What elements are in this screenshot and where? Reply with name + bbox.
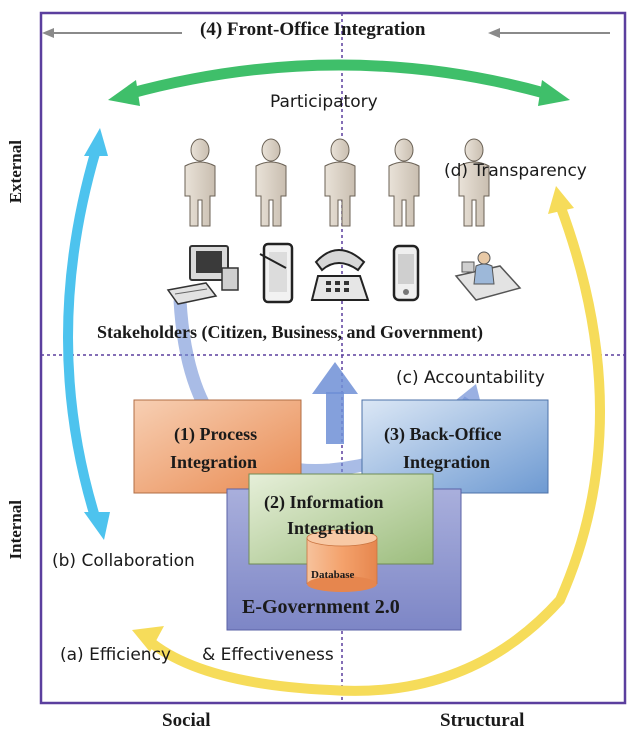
tablet-icon xyxy=(259,242,294,304)
internal-axis-label: Internal xyxy=(6,500,25,560)
process-integration-label-line1: (1) Process xyxy=(174,424,258,444)
back-office-integration-label-line1: (3) Back-Office xyxy=(384,424,502,444)
integration-up-arrow xyxy=(312,362,358,444)
information-integration-label-line1: (2) Information xyxy=(264,492,384,512)
quadrant-frame xyxy=(39,11,627,705)
collaboration-label: (b) Collaboration xyxy=(52,551,195,571)
external-axis-label: External xyxy=(6,140,25,204)
person-icon xyxy=(255,138,287,227)
accountability-label: (c) Accountability xyxy=(396,368,545,388)
user-at-desk-icon xyxy=(454,251,522,301)
transparency-efficiency-arrow xyxy=(132,186,605,696)
process-integration-label-line2: Integration xyxy=(170,452,257,472)
collaboration-arrow xyxy=(63,128,110,540)
e-government-label: E-Government 2.0 xyxy=(242,596,400,618)
information-integration-label-line2: Integration xyxy=(287,518,374,538)
structural-axis-label: Structural xyxy=(440,710,525,731)
person-icon xyxy=(184,138,216,227)
database-label: Database xyxy=(311,569,355,581)
efficiency-label: (a) Efficiency xyxy=(60,645,171,665)
person-icon xyxy=(458,138,490,227)
social-axis-label: Social xyxy=(162,710,211,731)
computer-icon xyxy=(166,245,239,305)
back-office-integration-label-line2: Integration xyxy=(403,452,490,472)
stakeholders-label: Stakeholders (Citizen, Business, and Gov… xyxy=(97,322,484,342)
mobile-phone-icon xyxy=(392,244,420,302)
person-icon xyxy=(388,138,420,227)
database-icon xyxy=(306,529,378,592)
person-icon xyxy=(324,138,356,227)
telephone-icon xyxy=(310,249,370,301)
front-office-integration-label: (4) Front-Office Integration xyxy=(200,19,426,40)
top-right-arrow xyxy=(488,28,610,38)
top-left-arrow xyxy=(42,28,182,38)
transparency-label: (d) Transparency xyxy=(444,161,587,181)
participatory-label: Participatory xyxy=(270,92,378,112)
participatory-arrow xyxy=(108,59,570,106)
effectiveness-label: & Effectiveness xyxy=(202,645,334,665)
